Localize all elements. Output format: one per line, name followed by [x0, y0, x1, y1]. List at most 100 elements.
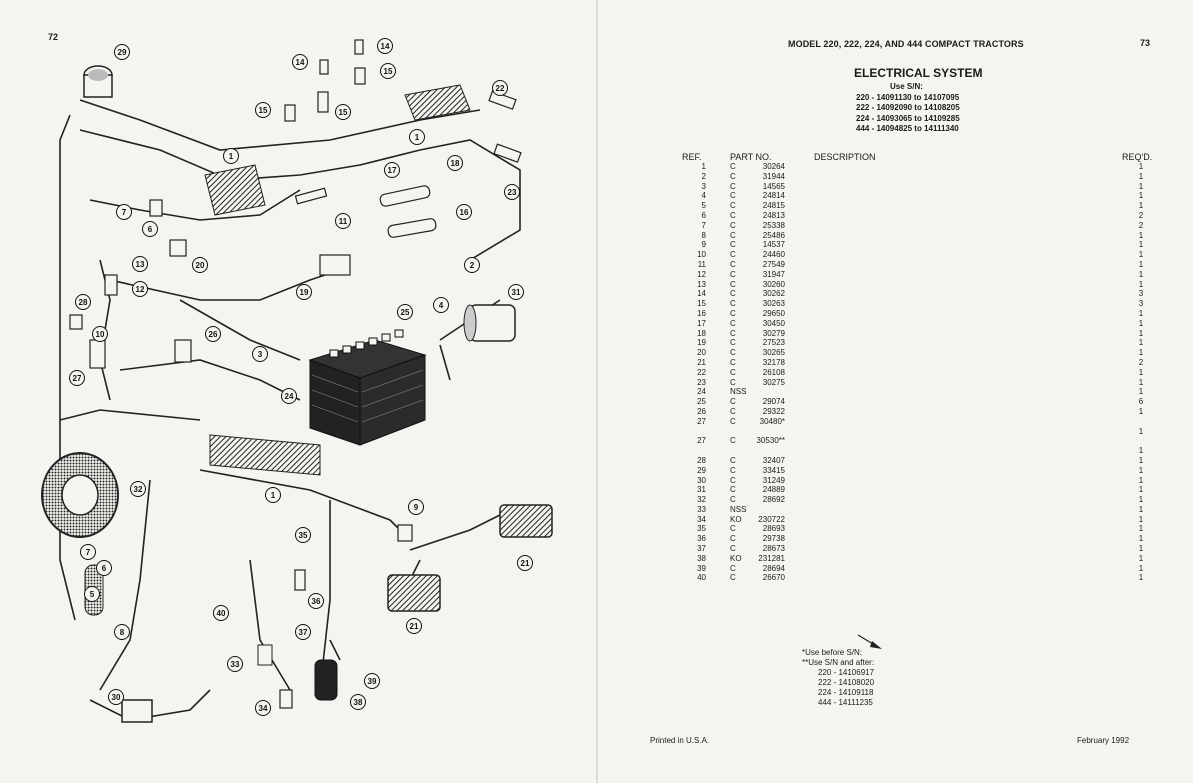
part-ref: 8: [701, 230, 706, 240]
svg-text:34: 34: [259, 704, 268, 713]
callout-31: 31: [508, 284, 524, 300]
part-prefix: KO: [730, 553, 742, 563]
part-number: 32178: [762, 357, 785, 367]
callout-24: 24: [281, 388, 297, 404]
part-quantity: 1: [1138, 544, 1144, 554]
part-ref: 15: [697, 299, 706, 309]
part-ref: 2: [701, 171, 706, 181]
svg-text:6: 6: [102, 564, 107, 573]
part-prefix: C: [730, 220, 736, 230]
part-quantity: 1: [1138, 171, 1144, 181]
svg-text:37: 37: [299, 628, 308, 637]
callout-15c: 15: [335, 104, 351, 120]
part-row: 35C28693KIT - high tension cable1: [676, 524, 1176, 534]
rectifier-box: [121, 699, 153, 723]
right-page-number: 73: [1140, 38, 1151, 48]
serial-number-block: Use S/N: 220 - 14091130 to 14107095 222 …: [856, 82, 960, 135]
part-number: 14537: [762, 240, 785, 250]
part-row: 30C31249RECTIFIER - voltage 12v1: [676, 476, 1176, 486]
column-header-part-no: PART NO.: [730, 152, 772, 162]
callout-12: 12: [132, 281, 148, 297]
part-row: 1C30264HARNESS - wire1: [676, 162, 1176, 172]
svg-text:18: 18: [451, 159, 460, 168]
part-number: 31249: [762, 475, 785, 485]
part-row: 24NSSBATTERY - 12v (use C31213)1: [676, 387, 1176, 397]
svg-text:29: 29: [118, 48, 127, 57]
svg-text:13: 13: [136, 260, 145, 269]
svg-text:3: 3: [258, 350, 263, 359]
svg-text:23: 23: [508, 188, 517, 197]
stator: [41, 452, 119, 538]
headlamps: [387, 504, 553, 612]
part-quantity: 1: [1138, 367, 1144, 377]
part-prefix: C: [730, 259, 736, 269]
svg-text:22: 22: [496, 84, 505, 93]
ignition-coil: [257, 644, 338, 701]
part-prefix: C: [730, 367, 736, 377]
part-number: 26670: [762, 573, 785, 583]
part-row: 7C25338CONNECTOR - wire2: [676, 221, 1176, 231]
part-number: 24813: [762, 210, 785, 220]
battery: [308, 329, 427, 446]
svg-text:27: 27: [73, 374, 82, 383]
part-row: 3C14565CABLE - solenoid to battery posit…: [676, 182, 1176, 192]
part-prefix: C: [730, 495, 736, 505]
part-number: 30275: [762, 377, 785, 387]
left-page-number: 72: [48, 32, 59, 42]
svg-text:17: 17: [388, 166, 397, 175]
part-row: 5C24815HARNESS - wire1: [676, 201, 1176, 211]
part-row: 12C31947HOLDER - fuse1: [676, 270, 1176, 280]
callout-14b: 14: [377, 38, 393, 54]
svg-text:10: 10: [96, 330, 105, 339]
part-ref: 22: [697, 367, 706, 377]
serial-range: 224 - 14093065 to 14109285: [856, 113, 960, 123]
part-quantity: 1: [1138, 269, 1144, 279]
part-row: 11C27549CONNECTOR - solenoid1: [676, 260, 1176, 270]
callout-10: 10: [92, 326, 108, 342]
part-ref: 21: [697, 357, 706, 367]
part-quantity: 1: [1138, 201, 1144, 211]
part-row: 6C24813CONNECTOR - wire2: [676, 211, 1176, 221]
part-quantity: 1: [1138, 563, 1144, 573]
part-ref: 35: [697, 524, 706, 534]
svg-text:19: 19: [300, 288, 309, 297]
footnote-serial: 222 - 14108020: [818, 678, 875, 687]
part-row: 28C32407Key - ignition1: [676, 456, 1176, 466]
publication-date: February 1992: [1077, 736, 1130, 745]
footnote-serial: 220 - 14106917: [818, 668, 875, 677]
callout-1a: 1: [223, 148, 239, 164]
part-row: 21C32178HEADLAMP ASSEMBLY - 12v (repairs…: [676, 358, 1176, 368]
svg-text:8: 8: [120, 628, 125, 637]
svg-text:33: 33: [231, 660, 240, 669]
part-prefix: C: [730, 563, 736, 573]
part-row: 38KO231281COIL - ignition, 12v (includes…: [676, 554, 1176, 564]
callout-5: 5: [84, 586, 100, 602]
callout-37: 37: [295, 624, 311, 640]
svg-text:2: 2: [470, 261, 475, 270]
part-ref: 23: [697, 377, 706, 387]
part-ref: 39: [697, 563, 706, 573]
callout-25: 25: [397, 304, 413, 320]
part-row: 18C30279CONNECTOR - switch1: [676, 329, 1176, 339]
part-prefix: C: [730, 485, 736, 495]
svg-text:15: 15: [259, 106, 268, 115]
part-ref: 31: [697, 485, 706, 495]
callout-36: 36: [308, 593, 324, 609]
part-row: 22C26108SWITCH - neutral start1: [676, 368, 1176, 378]
part-quantity: 1: [1138, 240, 1144, 250]
hourmeter: [83, 65, 113, 98]
part-quantity: 1: [1138, 426, 1144, 436]
svg-text:14: 14: [381, 42, 390, 51]
part-row: 9C14537CONNECTOR - lights1: [676, 240, 1176, 250]
serial-range: 222 - 14092090 to 14108205: [856, 103, 960, 112]
callout-23: 23: [504, 184, 520, 200]
callout-11: 11: [335, 213, 351, 229]
callout-27: 27: [69, 370, 85, 386]
part-quantity: 1: [1138, 504, 1144, 514]
svg-text:35: 35: [299, 531, 308, 540]
serial-range: 220 - 14091130 to 14107095: [856, 92, 960, 102]
callout-33: 33: [227, 656, 243, 672]
part-number: 30260: [762, 279, 785, 289]
